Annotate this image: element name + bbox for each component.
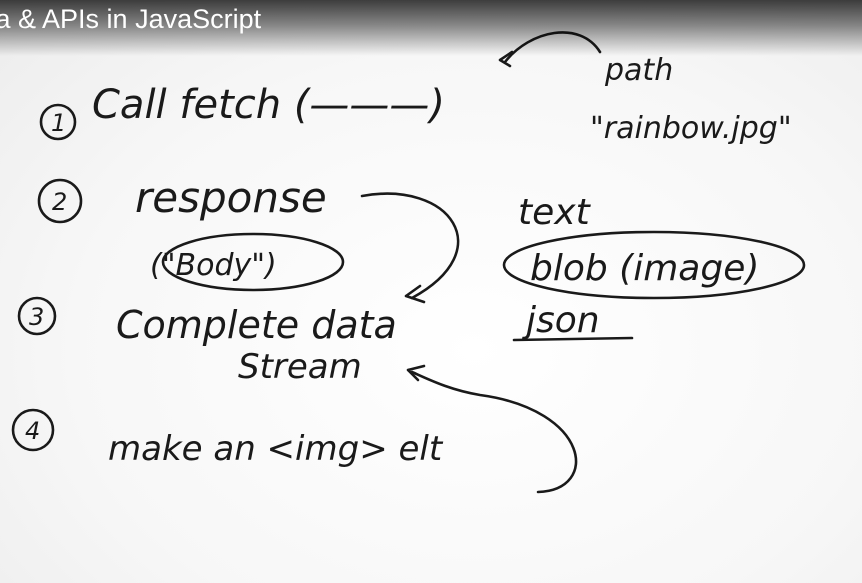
step1-number: 1 bbox=[51, 109, 66, 137]
step2-circle bbox=[37, 178, 83, 224]
step2-text: response bbox=[135, 173, 327, 222]
body-ellipse bbox=[161, 232, 345, 292]
step4-circle bbox=[11, 408, 55, 452]
response-arrow-head bbox=[404, 284, 426, 304]
step3-circle bbox=[17, 296, 57, 336]
elt-arrow-head bbox=[406, 364, 426, 382]
step3-number: 3 bbox=[29, 303, 44, 331]
step3-line2: Stream bbox=[238, 347, 362, 387]
step4-number: 4 bbox=[25, 417, 40, 445]
step4-text: make an <img> elt bbox=[108, 429, 444, 469]
step2-number: 2 bbox=[52, 188, 67, 216]
step3-line1: Complete data bbox=[116, 303, 397, 347]
type-blob: blob (image) bbox=[530, 248, 759, 289]
step1-circle bbox=[39, 103, 77, 141]
elt-arrow bbox=[410, 370, 578, 494]
response-arrow bbox=[360, 192, 460, 300]
type-text: text bbox=[518, 192, 592, 233]
step1-text: Call fetch (———) bbox=[92, 82, 445, 128]
path-value: "rainbow.jpg" bbox=[590, 111, 792, 146]
json-underline bbox=[512, 336, 634, 342]
path-label: path bbox=[604, 53, 673, 88]
video-title-bar: ta & APIs in JavaScript bbox=[0, 0, 862, 56]
video-title[interactable]: ta & APIs in JavaScript bbox=[0, 4, 262, 34]
type-json: json bbox=[521, 300, 600, 341]
blob-ellipse bbox=[502, 230, 806, 300]
step2-sub: ("Body") bbox=[150, 248, 277, 283]
